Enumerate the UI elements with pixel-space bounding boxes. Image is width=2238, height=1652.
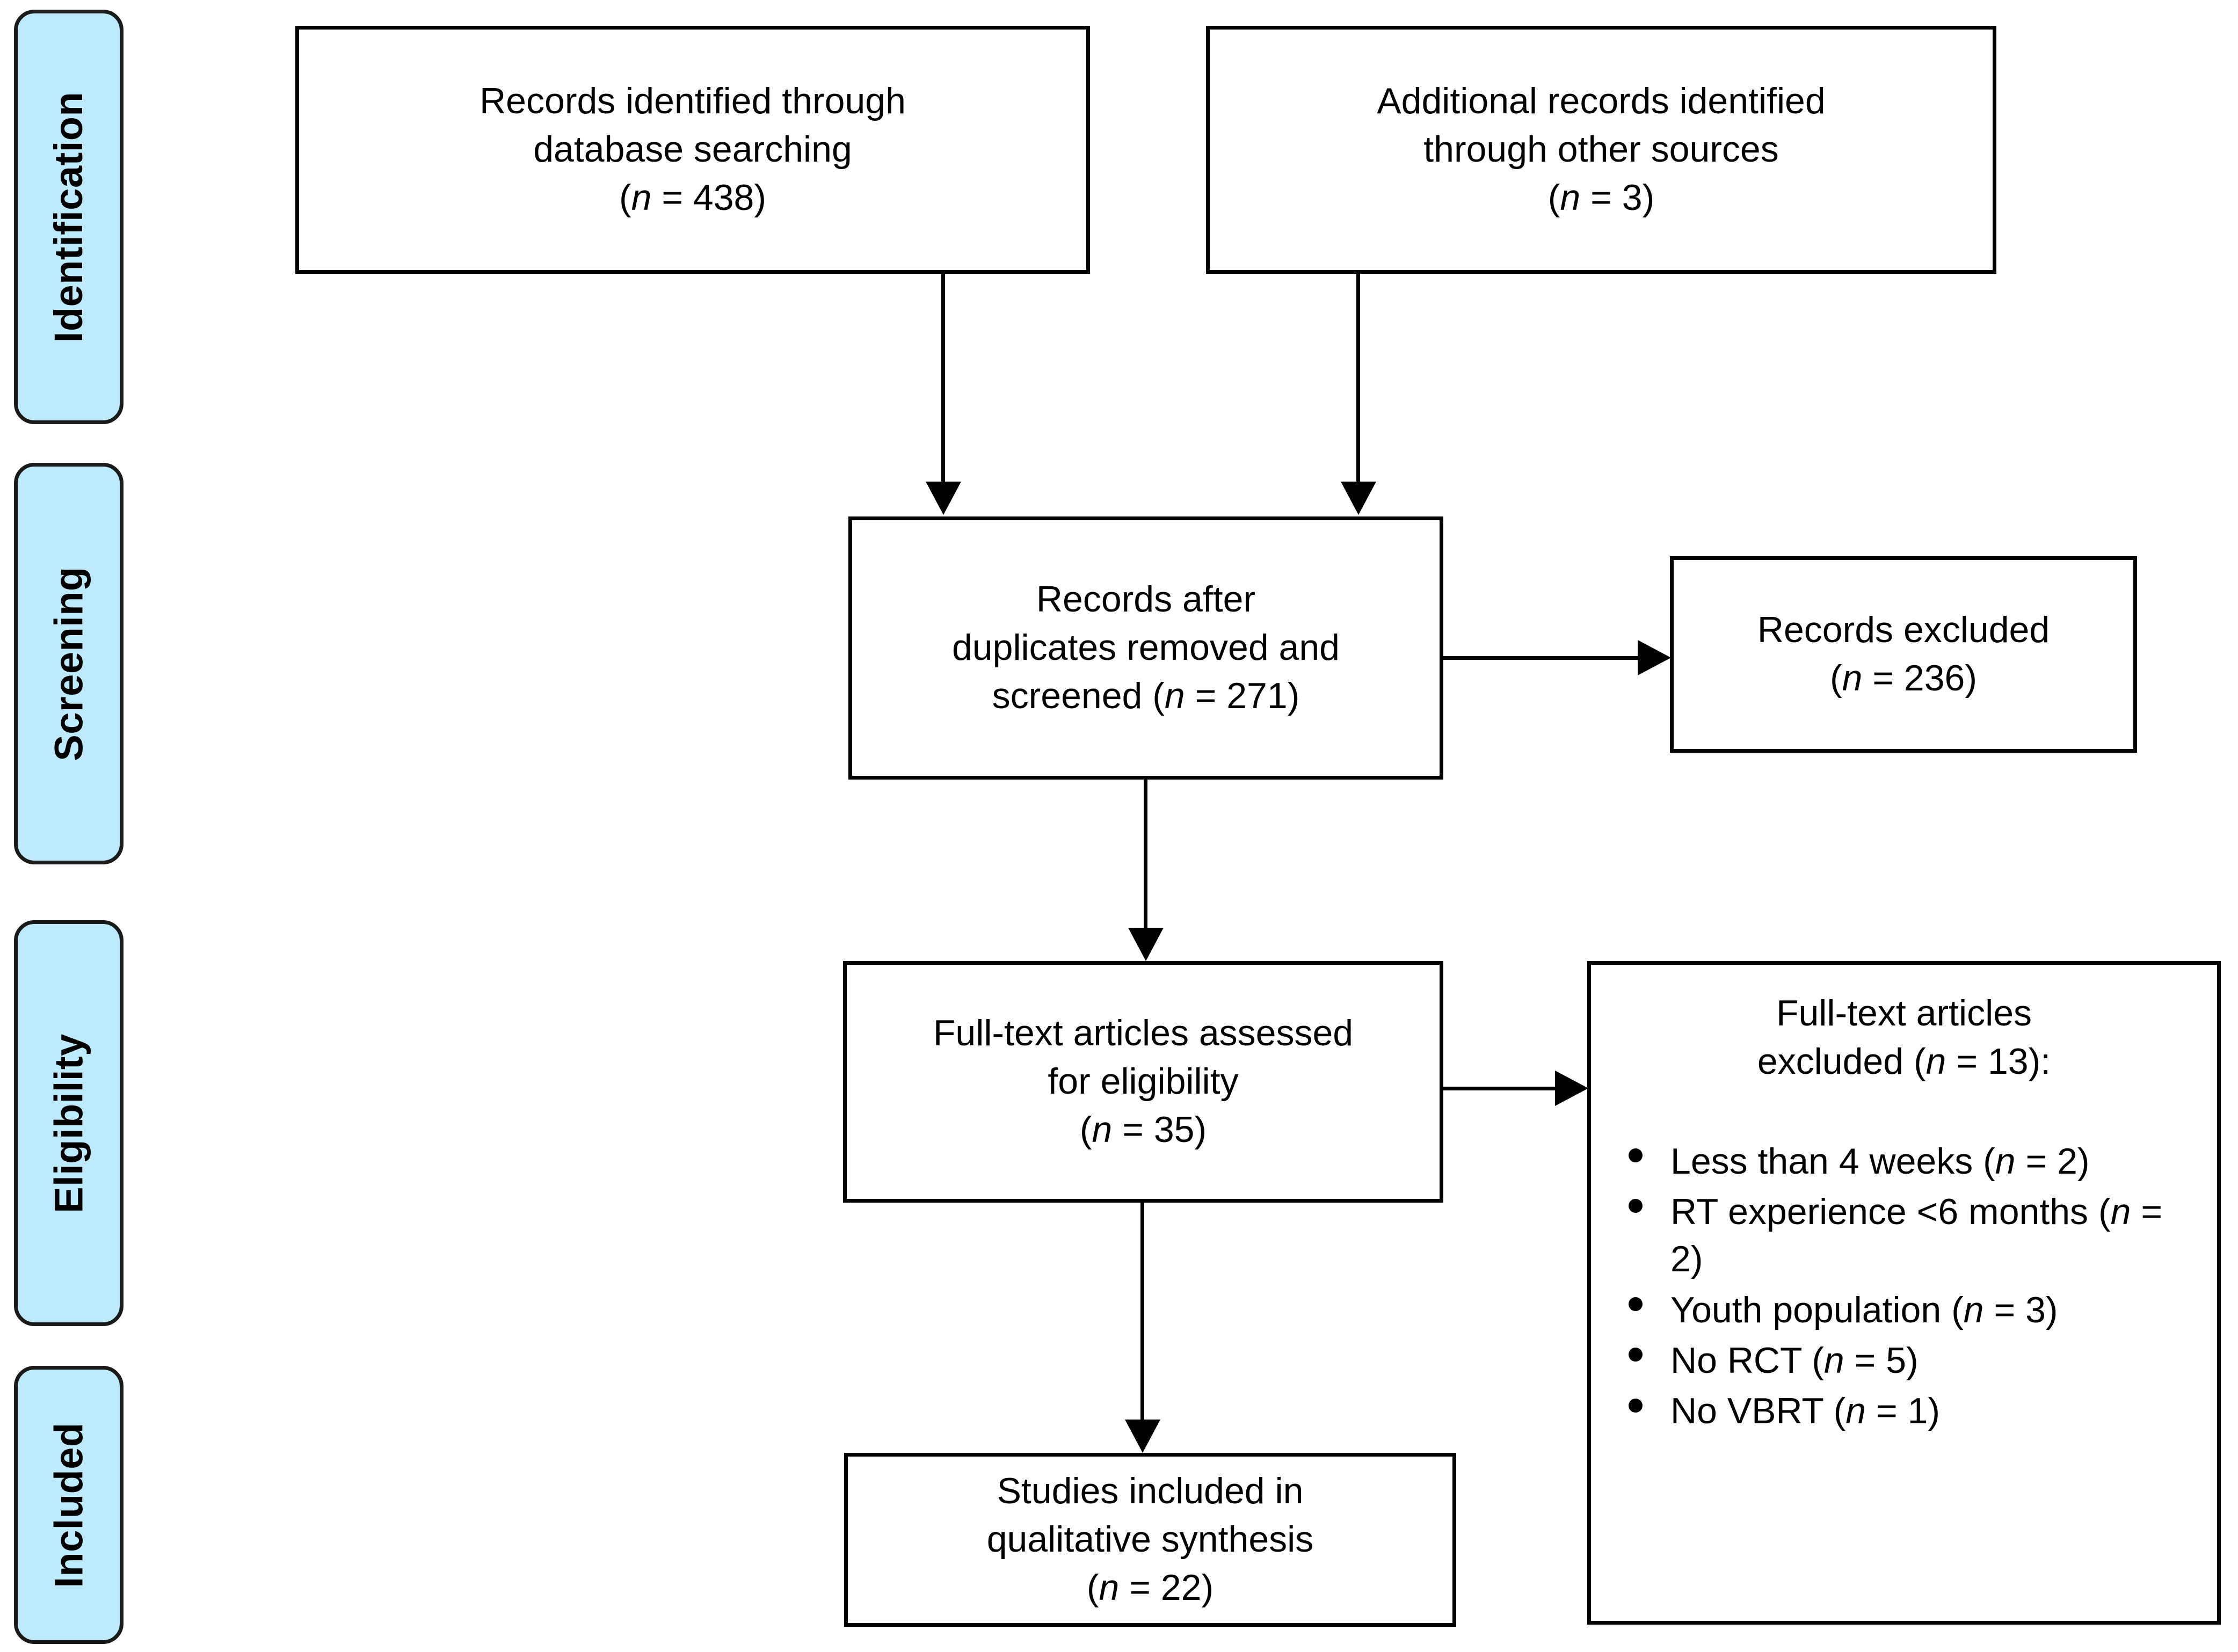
list-item: No RCT (n = 5) [1629, 1337, 2201, 1384]
phase-eligibility: Eligibility [14, 920, 123, 1326]
list-item: Youth population (n = 3) [1629, 1286, 2201, 1334]
n-symbol: n [1823, 1340, 1844, 1381]
arrowhead-fulltext-to-included [1125, 1420, 1160, 1453]
phase-included-label: Included [46, 1422, 91, 1588]
db-search-line-2: database searching [533, 129, 852, 170]
records-excluded-line-1: Records excluded [1757, 609, 2050, 651]
list-item: No VBRT (n = 1) [1629, 1387, 2201, 1435]
box-records-excluded: Records excluded (n = 236) [1670, 556, 2137, 753]
other-sources-line-2: through other sources [1423, 129, 1779, 170]
bullet-icon [1629, 1148, 1643, 1162]
bullet-icon [1629, 1348, 1643, 1362]
arrowhead-fulltext-to-fulltext-excluded [1555, 1071, 1588, 1106]
phase-screening-label: Screening [46, 566, 91, 761]
after-duplicates-line-1: Records after [1036, 579, 1256, 620]
included-studies-count: (n = 22) [1086, 1567, 1214, 1608]
fulltext-excluded-heading: Full-text articles excluded (n = 13): [1607, 989, 2201, 1086]
list-item: Less than 4 weeks (n = 2) [1629, 1138, 2201, 1185]
fulltext-assessed-line-1: Full-text articles assessed [933, 1013, 1354, 1054]
fulltext-assessed-count: (n = 35) [1079, 1109, 1207, 1150]
fulltext-assessed-line-2: for eligibility [1048, 1061, 1239, 1102]
box-records-identified-database-searching: Records identified through database sear… [295, 26, 1090, 274]
n-symbol: n [1963, 1289, 1984, 1330]
n-symbol: n [1164, 675, 1185, 716]
n-symbol: n [631, 177, 652, 218]
phase-identification-label: Identification [46, 91, 91, 343]
n-symbol: n [1842, 658, 1863, 698]
bullet-icon [1629, 1398, 1643, 1413]
phase-eligibility-label: Eligibility [46, 1033, 91, 1213]
bullet-icon [1629, 1199, 1643, 1213]
phase-included: Included [14, 1366, 123, 1644]
connector-screened-to-fulltext [1144, 780, 1147, 934]
connector-fulltext-to-included [1140, 1203, 1144, 1425]
arrowhead-screened-to-records-excluded [1638, 640, 1671, 675]
fulltext-excluded-head-line-2: excluded (n = 13): [1757, 1040, 2051, 1082]
included-studies-line-1: Studies included in [997, 1471, 1304, 1512]
n-symbol: n [1092, 1109, 1113, 1150]
after-duplicates-line-2: duplicates removed and [951, 627, 1340, 668]
fulltext-excluded-reason-list: Less than 4 weeks (n = 2) RT experience … [1607, 1138, 2201, 1438]
connector-other-sources-to-screened [1356, 274, 1360, 487]
phase-identification: Identification [14, 10, 123, 424]
phase-screening: Screening [14, 463, 123, 864]
connector-db-search-to-screened [941, 274, 945, 487]
arrowhead-other-sources-to-screened [1341, 482, 1376, 515]
connector-screened-to-records-excluded [1441, 656, 1644, 660]
box-fulltext-articles-excluded: Full-text articles excluded (n = 13): Le… [1587, 961, 2221, 1625]
n-symbol: n [1925, 1040, 1946, 1082]
after-duplicates-line-3: screened (n = 271) [992, 675, 1300, 716]
arrowhead-db-search-to-screened [926, 482, 961, 515]
list-item: RT experience <6 months (n = 2) [1629, 1188, 2201, 1283]
other-sources-count: (n = 3) [1547, 177, 1655, 218]
included-studies-line-2: qualitative synthesis [986, 1519, 1314, 1560]
n-symbol: n [1845, 1391, 1866, 1432]
box-studies-included-qualitative-synthesis: Studies included in qualitative synthesi… [844, 1453, 1456, 1627]
other-sources-line-1: Additional records identified [1377, 81, 1826, 122]
n-symbol: n [2110, 1191, 2131, 1232]
fulltext-excluded-head-line-1: Full-text articles [1776, 993, 2032, 1034]
arrowhead-screened-to-fulltext [1128, 928, 1164, 961]
db-search-line-1: Records identified through [479, 81, 906, 122]
db-search-count: (n = 438) [619, 177, 767, 218]
n-symbol: n [1560, 177, 1581, 218]
box-fulltext-assessed-for-eligibility: Full-text articles assessed for eligibil… [843, 961, 1443, 1203]
connector-fulltext-to-fulltext-excluded [1441, 1087, 1564, 1090]
n-symbol: n [1099, 1567, 1120, 1608]
box-additional-records-other-sources: Additional records identified through ot… [1206, 26, 1996, 274]
bullet-icon [1629, 1297, 1643, 1312]
box-records-after-duplicates-removed: Records after duplicates removed and scr… [848, 516, 1443, 780]
records-excluded-count: (n = 236) [1829, 658, 1978, 698]
n-symbol: n [1995, 1140, 2016, 1182]
